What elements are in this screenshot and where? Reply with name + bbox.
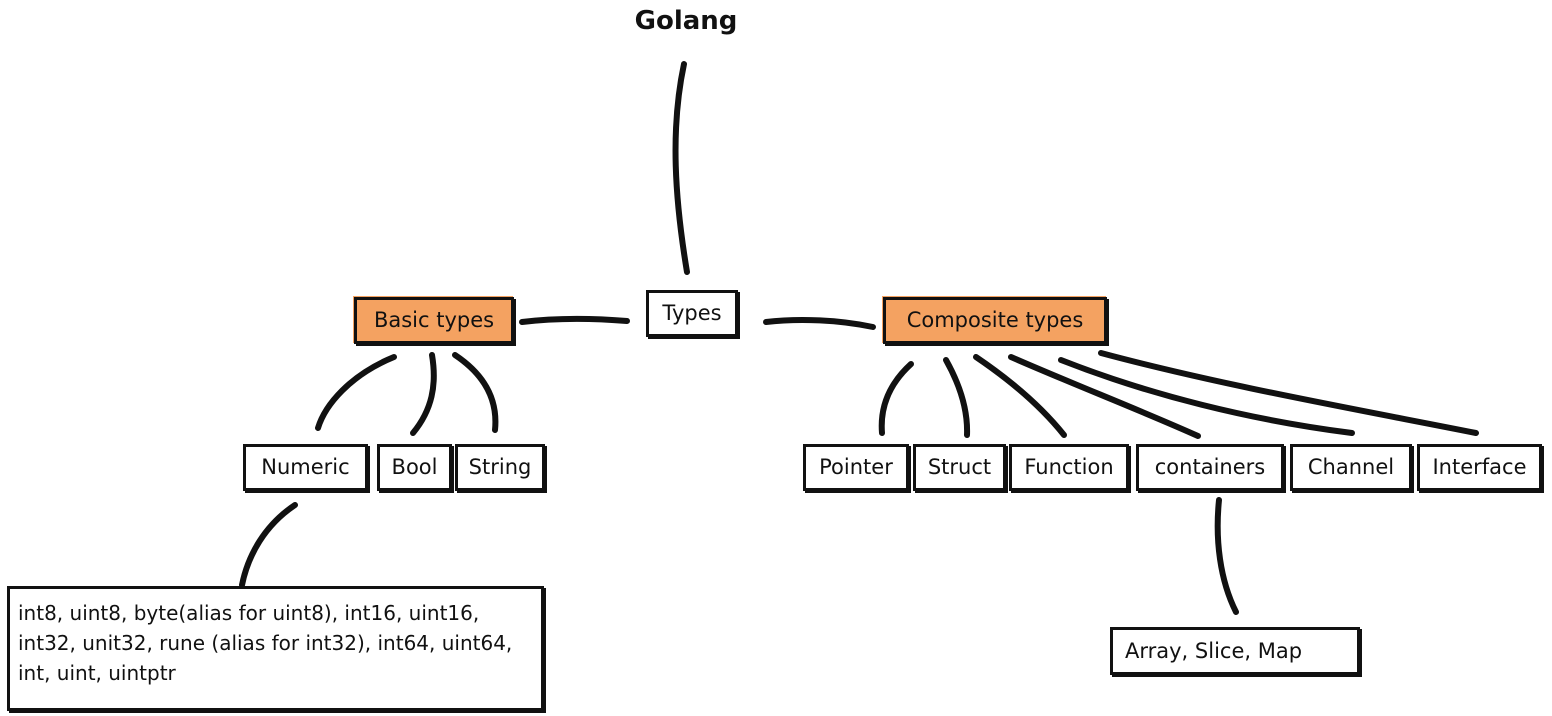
node-channel: Channel [1290,444,1412,491]
edge-numeric-details [239,502,298,588]
node-function: Function [1009,444,1129,491]
edge-containers-details [1214,497,1239,615]
node-numeric-details: int8, uint8, byte(alias for uint8), int1… [7,586,544,711]
edge-golang-types [672,61,690,275]
edge-composite-interface [1098,350,1479,436]
diagram-title: Golang [634,6,738,36]
node-numeric: Numeric [243,444,368,491]
edge-basic-numeric [315,354,397,431]
edge-composite-pointer [878,361,914,436]
edge-types-basic [519,315,630,325]
node-containers-details: Array, Slice, Map [1110,627,1360,675]
node-string: String [455,444,545,491]
node-bool: Bool [377,444,452,491]
edge-composite-channel [1058,357,1355,436]
node-composite-types: Composite types [883,297,1107,344]
node-basic-types: Basic types [354,297,514,344]
edge-composite-struct [943,357,971,438]
edge-composite-function [973,354,1067,438]
node-interface: Interface [1417,444,1542,491]
edge-composite-containers [1008,354,1201,439]
node-struct: Struct [913,444,1006,491]
node-pointer: Pointer [803,444,909,491]
edge-basic-string [452,352,499,433]
edge-basic-bool [410,352,437,436]
edge-types-composite [763,316,876,330]
node-types: Types [646,290,738,337]
node-containers: containers [1136,444,1284,491]
